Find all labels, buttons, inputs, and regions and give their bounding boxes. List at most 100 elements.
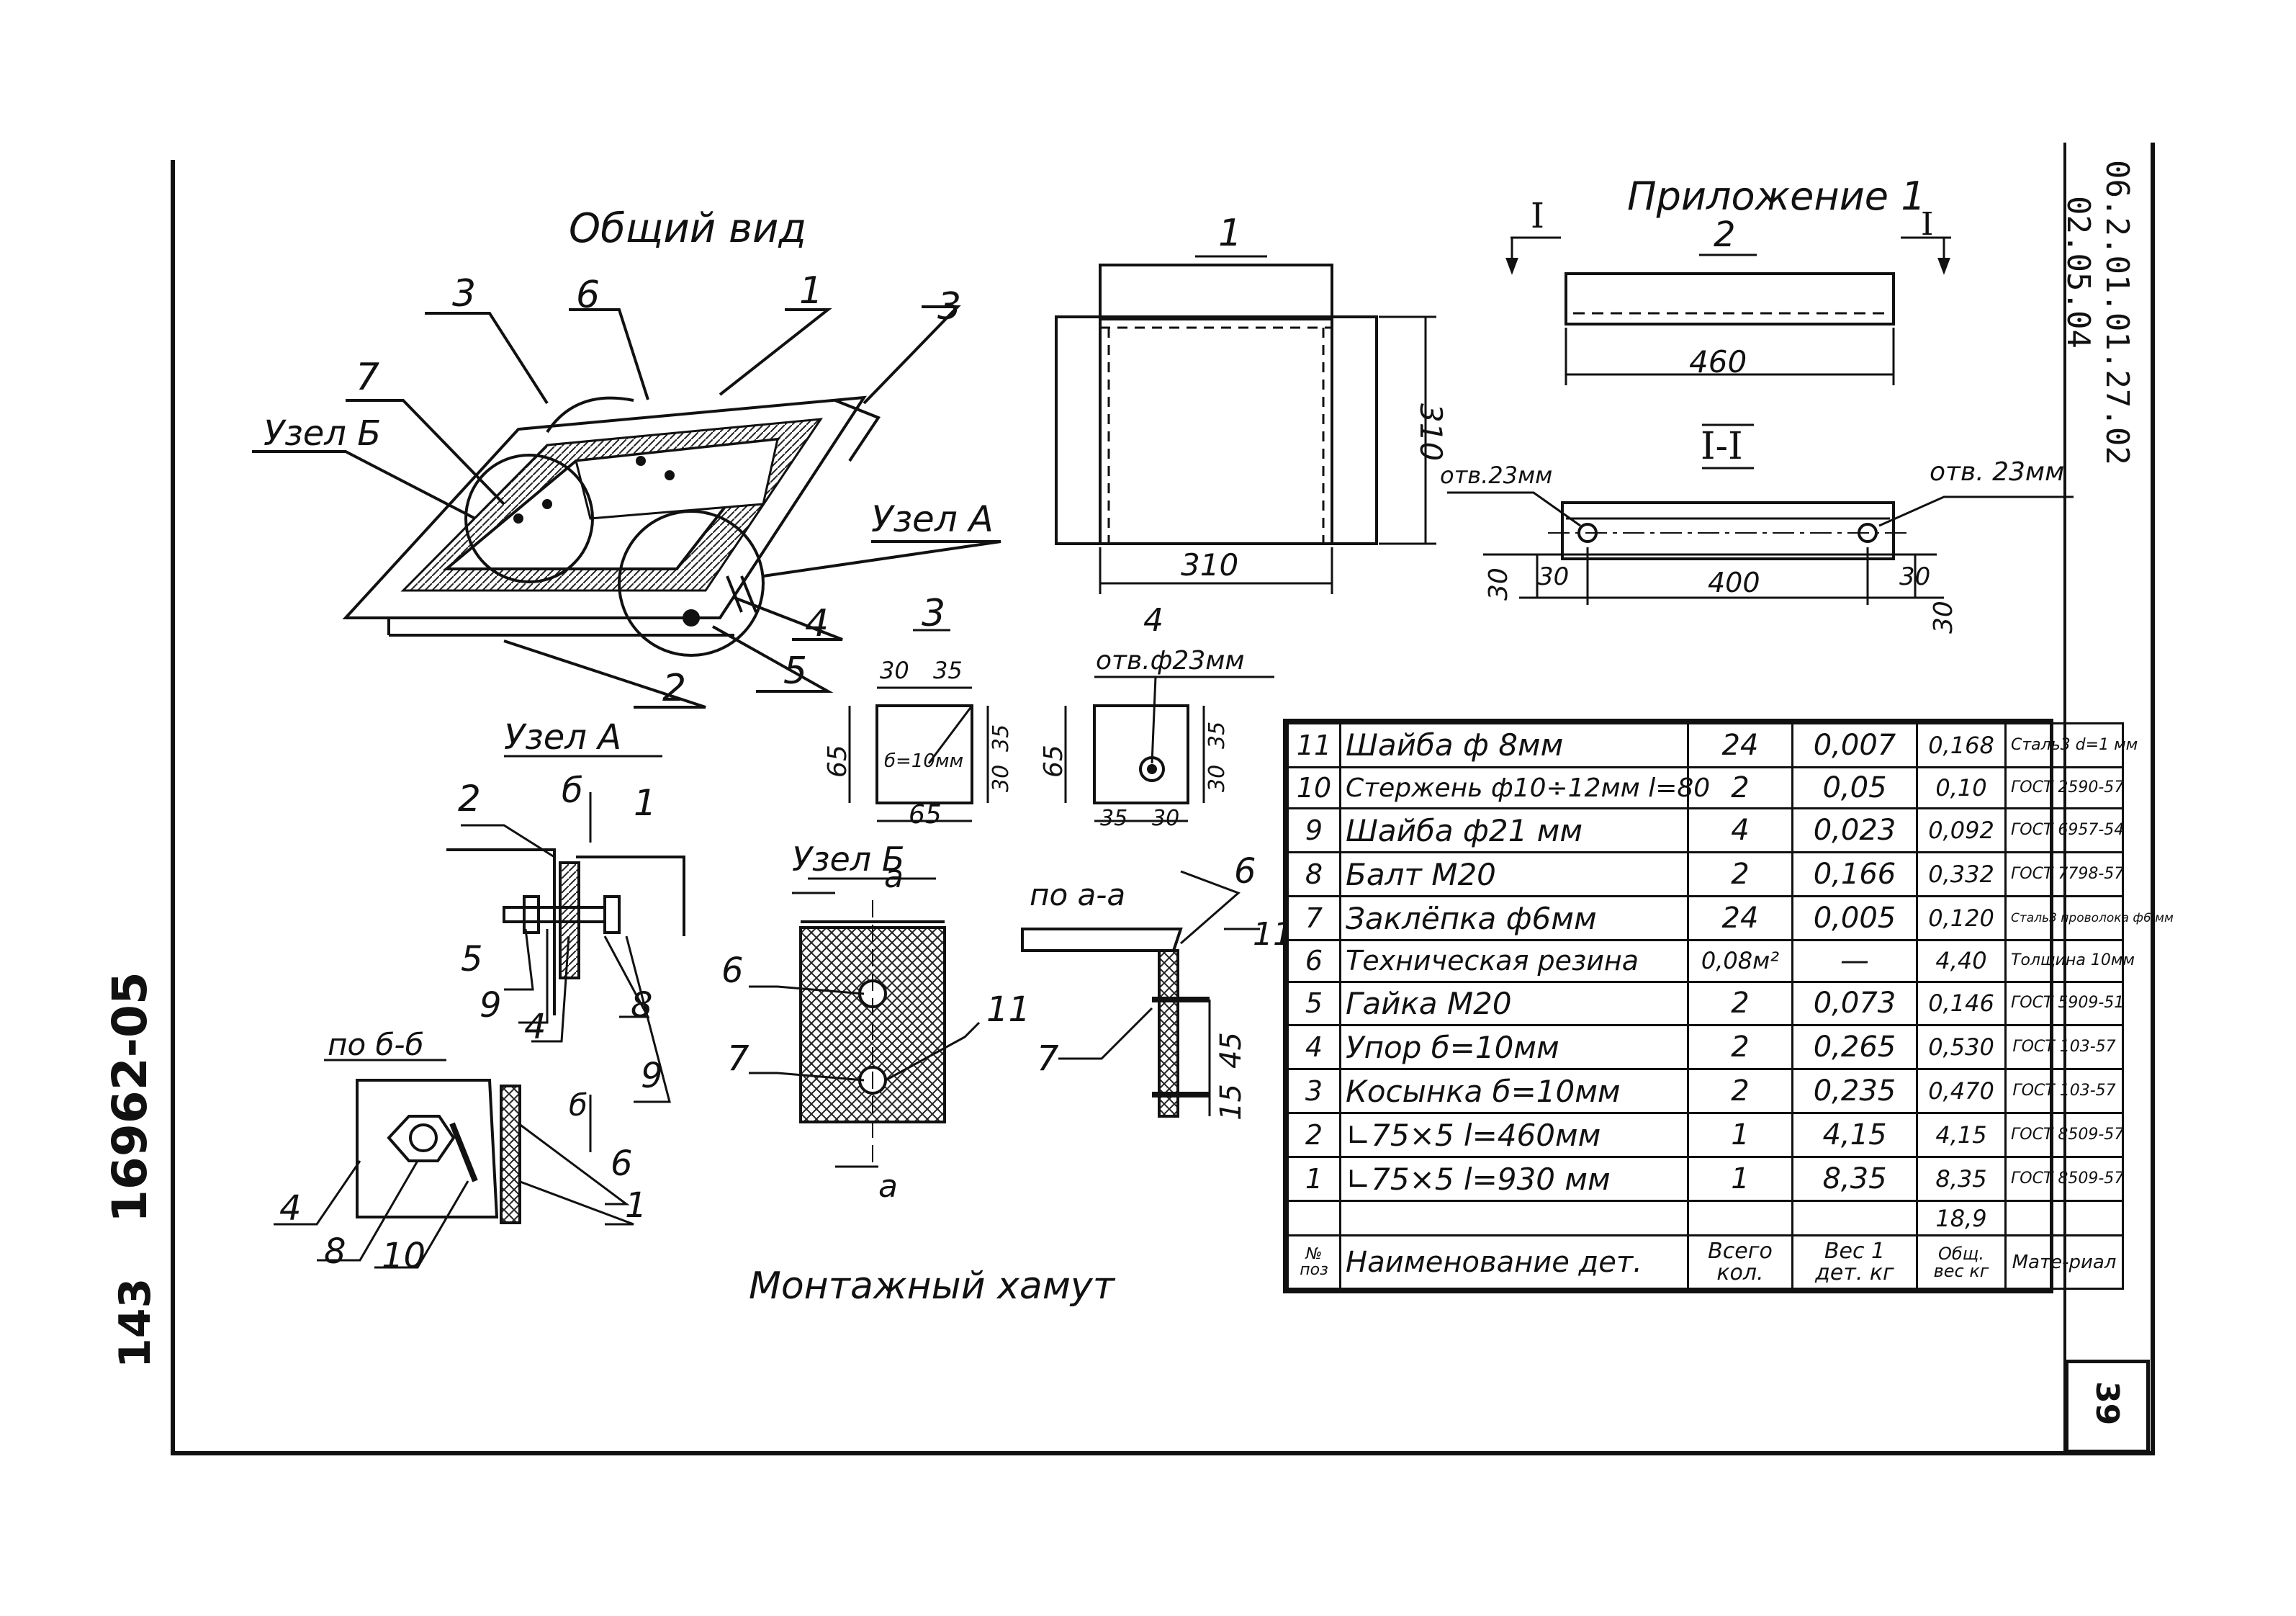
part4-d35-bottom: 35 [1100, 806, 1128, 831]
spec-row: 5 Гайка М20 2 0,073 0,146 ГОСТ 5909-51 [1287, 980, 2124, 1027]
section-bb-6: 6 [611, 1144, 633, 1184]
spec-total-weight: 0,168 [1916, 722, 2007, 768]
spec-name: ∟75×5 l=460мм [1339, 1112, 1689, 1159]
spec-qty: 2 [1687, 1024, 1793, 1071]
spec-pos: 1 [1287, 1156, 1341, 1203]
part2-hole-left: отв.23мм [1440, 462, 1553, 489]
node-b-6: 6 [721, 951, 744, 991]
node-a-4: 4 [524, 1007, 546, 1047]
spec-row: 8 Балт М20 2 0,166 0,332 ГОСТ 7798-57 [1287, 851, 2124, 898]
node-a-9b: 9 [641, 1056, 663, 1096]
spec-header-material: Мате-риал [2004, 1234, 2124, 1290]
title-node-b: Узел Б [792, 840, 905, 879]
node-a-cut-bottom: б [569, 1087, 587, 1123]
section-aa-d45: 45 [1215, 1032, 1248, 1069]
spec-material: ГОСТ 7798-57 [2004, 851, 2124, 898]
spec-row: 2 ∟75×5 l=460мм 1 4,15 4,15 ГОСТ 8509-57 [1287, 1112, 2124, 1159]
part-1-figure [1055, 255, 1436, 594]
section-aa-7: 7 [1037, 1038, 1059, 1079]
spec-name: Упор б=10мм [1339, 1024, 1689, 1071]
part3-d35-side: 35 [989, 724, 1014, 752]
spec-material: ГОСТ 2590-57 [2004, 766, 2124, 810]
spec-header-qty: Всего кол. [1687, 1234, 1793, 1290]
node-b-cut-bottom: а [878, 1168, 898, 1205]
spec-header-pos: № поз [1287, 1234, 1341, 1290]
spec-total-weight: 0,120 [1916, 895, 2007, 942]
spec-body: 11 Шайба ф 8мм 24 0,007 0,168 Сталь3 d=1… [1287, 722, 2174, 1290]
spec-total-weight: 4,15 [1916, 1112, 2007, 1159]
part3-d65-side: 65 [823, 745, 852, 778]
part3-d30-side: 30 [989, 764, 1014, 792]
sheet-code-left: 16962-05 [102, 971, 158, 1223]
spec-name: Косынка б=10мм [1339, 1068, 1689, 1115]
label-gv-7: 7 [356, 356, 380, 399]
sheet-code-right: 06.2.01.01.27.02 [2099, 160, 2135, 465]
spec-qty: 0,08м² [1687, 939, 1793, 983]
spec-unit-weight: — [1791, 939, 1918, 983]
spec-material: ГОСТ 6957-54 [2004, 807, 2124, 854]
section-aa-d15: 15 [1215, 1084, 1248, 1121]
section-aa-6: 6 [1234, 851, 1256, 892]
node-b-cut-top: а [884, 858, 904, 895]
spec-qty: 1 [1687, 1112, 1793, 1159]
specification-table: 11 Шайба ф 8мм 24 0,007 0,168 Сталь3 d=1… [1283, 719, 2174, 1293]
node-a-1: 1 [634, 782, 657, 824]
spec-pos: 10 [1287, 766, 1341, 810]
part-4-figure [1064, 675, 1274, 822]
spec-name: Шайба ф21 мм [1339, 807, 1689, 854]
spec-name: Гайка М20 [1339, 980, 1689, 1027]
spec-name: Техническая резина [1339, 939, 1689, 983]
title-section-bb: по б-б [328, 1027, 424, 1062]
title-appendix: Приложение 1 [1627, 174, 1926, 219]
spec-pos [1287, 1200, 1341, 1237]
spec-total-row: 18,9 [1287, 1200, 2124, 1237]
spec-qty: 2 [1687, 851, 1793, 898]
spec-material: ГОСТ 103-57 [2004, 1068, 2124, 1115]
spec-material: ГОСТ 8509-57 [2004, 1112, 2124, 1159]
node-a-figure [446, 755, 685, 1152]
node-a-2: 2 [458, 778, 481, 820]
title-section-II: I-I [1701, 425, 1743, 468]
title-section-aa: по а-а [1030, 877, 1126, 912]
section-bb-8: 8 [324, 1231, 346, 1272]
spec-qty: 4 [1687, 807, 1793, 854]
label-gv-2: 2 [662, 667, 687, 710]
spec-qty: 2 [1687, 980, 1793, 1027]
spec-row: 4 Упор б=10мм 2 0,265 0,530 ГОСТ 103-57 [1287, 1024, 2124, 1071]
spec-total-weight: 4,40 [1916, 939, 2007, 983]
spec-total-weight: 8,35 [1916, 1156, 2007, 1203]
label-uzel-b: Узел Б [264, 413, 382, 454]
label-gv-4: 4 [805, 602, 829, 645]
spec-name: Шайба ф 8мм [1339, 722, 1689, 768]
title-node-a: Узел А [504, 717, 622, 758]
spec-unit-weight: 0,166 [1791, 851, 1918, 898]
spec-pos: 8 [1287, 851, 1341, 898]
node-b-11: 11 [986, 989, 1031, 1030]
page-number: 39 [2089, 1381, 2125, 1426]
spec-pos: 2 [1287, 1112, 1341, 1159]
title-general-view: Общий вид [569, 205, 807, 252]
spec-unit-weight: 0,073 [1791, 980, 1918, 1027]
spec-row: 6 Техническая резина 0,08м² — 4,40 Толщи… [1287, 939, 2135, 983]
page-number-box [2065, 1360, 2150, 1453]
label-gv-3b: 3 [937, 285, 962, 328]
node-a-9a: 9 [480, 985, 502, 1025]
spec-header-total-weight: Общ. вес кг [1916, 1234, 2007, 1290]
general-view-figure [252, 305, 1001, 709]
spec-material: Толщина 10мм [2004, 939, 2135, 983]
spec-material: Сталь3 d=1 мм [2004, 722, 2138, 768]
spec-pos: 6 [1287, 939, 1341, 983]
spec-unit-weight: 0,005 [1791, 895, 1918, 942]
part2-length: 460 [1689, 344, 1747, 380]
part2-cut-left: I [1531, 196, 1544, 236]
spec-row: 9 Шайба ф21 мм 4 0,023 0,092 ГОСТ 6957-5… [1287, 807, 2124, 854]
spec-name: Заклёпка ф6мм [1339, 895, 1689, 942]
part-3-figure [848, 629, 989, 822]
spec-qty: 2 [1687, 766, 1793, 810]
label-gv-3a: 3 [452, 272, 477, 315]
part4-d35-side: 35 [1205, 721, 1230, 749]
label-uzel-a: Узел А [871, 498, 994, 540]
spec-pos: 7 [1287, 895, 1341, 942]
